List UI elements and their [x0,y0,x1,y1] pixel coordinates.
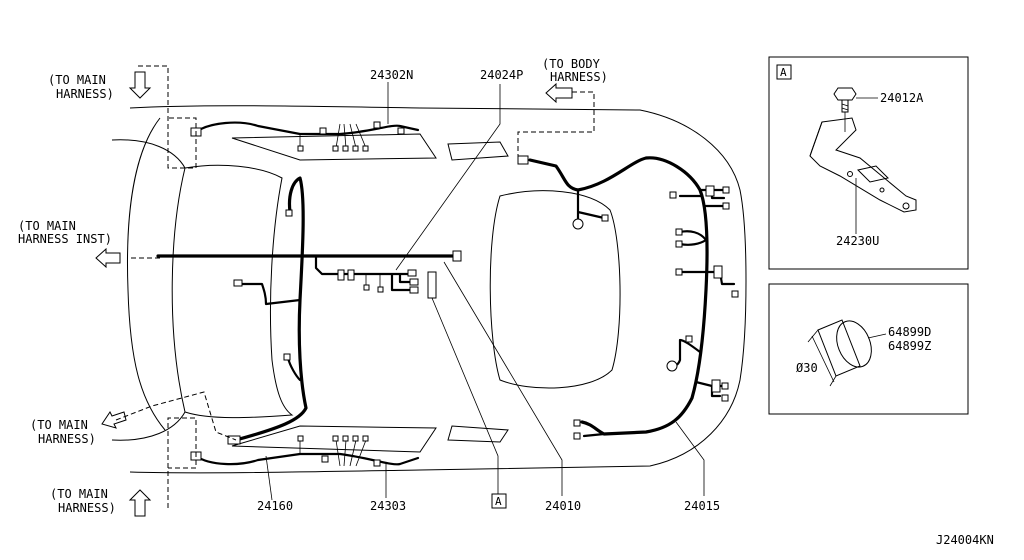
callout-to-main-harness-mid-line2: HARNESS) [38,432,96,446]
door-panel-top [231,133,509,161]
diagram-code: J24004KN [936,533,994,547]
harness-24010 [156,250,462,299]
direction-arrows [95,71,573,517]
callout-to-body-harness-line1: (TO BODY [542,57,601,71]
main-labels: 24302N 24024P 24160 24303 24010 24015 (T… [18,57,994,547]
plug-detail-panel: Ø30 64899D 64899Z [768,283,969,415]
label-24302N: 24302N [370,68,413,82]
label-24024P: 24024P [480,68,523,82]
bracket-24230U [809,112,917,213]
label-24015: 24015 [684,499,720,513]
label-24303: 24303 [370,499,406,513]
callout-to-main-harness-inst-line1: (TO MAIN [18,219,76,233]
dashed-connection-regions [115,65,595,508]
label-24160: 24160 [257,499,293,513]
detail-a-reference-box [491,493,507,509]
harness-24015 [517,155,739,440]
callout-to-main-harness-top-line2: HARNESS) [56,87,114,101]
label-24010: 24010 [545,499,581,513]
detail-a-tag: A [780,66,787,79]
label-24012A: 24012A [880,91,924,105]
label-64899Z: 64899Z [888,339,931,353]
callout-to-main-harness-inst-line2: HARNESS INST) [18,232,112,246]
harness-24160 [227,176,308,445]
car-body-outline [111,105,747,474]
label-64899D: 64899D [888,325,931,339]
detail-a-panel: A 24012A 24230U [768,56,969,270]
detail-a-reference-letter: A [495,495,502,508]
callout-to-main-harness-bot-line1: (TO MAIN [50,487,108,501]
door-panel-bottom [231,425,509,453]
leader-lines [265,82,705,501]
diameter-label: Ø30 [796,361,818,375]
callout-to-main-harness-bot-line2: HARNESS) [58,501,116,515]
callout-to-body-harness-line2: HARNESS) [550,70,608,84]
callout-to-main-harness-mid-line1: (TO MAIN [30,418,88,432]
callout-to-main-harness-top-line1: (TO MAIN [48,73,106,87]
label-24230U: 24230U [836,234,879,248]
